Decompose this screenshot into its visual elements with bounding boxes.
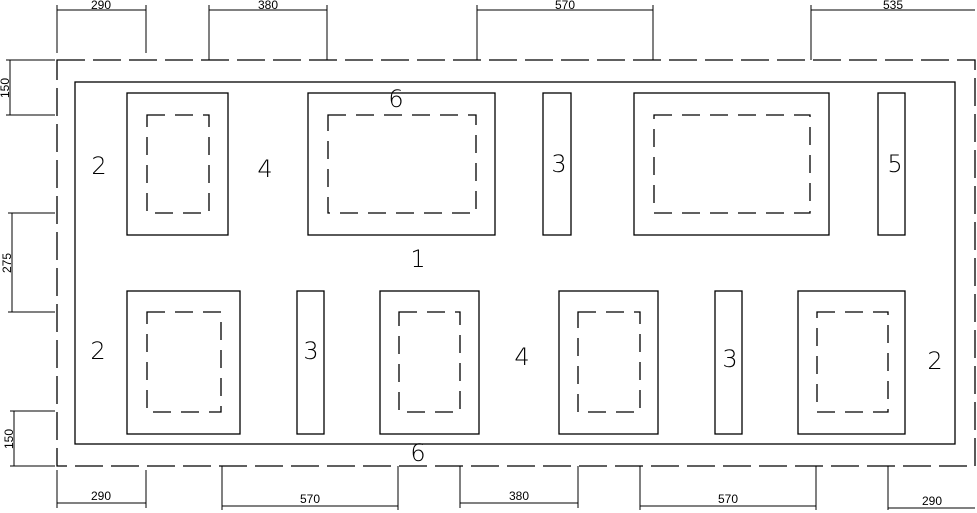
zone-label: 3 <box>722 345 737 373</box>
box-outer <box>633 92 830 236</box>
box-outer <box>126 290 241 435</box>
box-inner-dashed <box>816 311 889 413</box>
box-outer <box>379 290 480 435</box>
outer-dashed-boundary <box>56 59 976 467</box>
zone-label: 6 <box>388 85 403 113</box>
zone-label: 3 <box>303 337 318 365</box>
box-inner-dashed <box>327 114 477 214</box>
dimension-text: 380 <box>509 489 529 503</box>
box-inner-dashed <box>398 311 461 413</box>
dimension-text: 570 <box>718 492 738 506</box>
box-outer <box>797 290 906 435</box>
box-outer <box>126 92 229 236</box>
top-row-elements <box>126 92 906 236</box>
dimension-lines <box>6 59 55 467</box>
zone-label: 2 <box>927 347 942 375</box>
bottom-dimensions: 290 570 380 570 290 <box>56 466 975 510</box>
column <box>296 290 325 435</box>
box-outer <box>307 92 496 236</box>
column <box>877 92 906 236</box>
dimension-text: 535 <box>883 0 903 12</box>
dimension-text: 570 <box>300 492 320 506</box>
dimension-lines <box>56 5 975 60</box>
box-inner-dashed <box>653 114 811 214</box>
dimension-text: 380 <box>258 0 278 12</box>
box-inner-dashed <box>146 311 222 413</box>
dimension-text: 570 <box>555 0 575 12</box>
top-dimensions: 290 380 570 535 <box>56 0 975 60</box>
zone-label: 2 <box>91 152 106 180</box>
column <box>714 290 743 435</box>
zone-label: 6 <box>410 439 425 467</box>
dimension-text: 290 <box>91 0 111 12</box>
dimension-text: 290 <box>922 494 942 508</box>
zone-label: 4 <box>257 155 272 183</box>
dimension-text: 150 <box>0 78 12 98</box>
dimension-text: 150 <box>2 429 16 449</box>
zone-label: 3 <box>551 150 566 178</box>
zone-label: 5 <box>887 150 902 178</box>
box-outer <box>558 290 659 435</box>
dimension-lines <box>56 466 975 510</box>
left-dimensions: 150 275 150 <box>0 59 55 467</box>
dimension-text: 275 <box>0 253 14 273</box>
box-inner-dashed <box>577 311 641 413</box>
zone-label: 4 <box>514 343 529 371</box>
zone-label: 1 <box>410 245 425 273</box>
dimension-text: 290 <box>91 489 111 503</box>
zone-label: 2 <box>90 337 105 365</box>
inner-boundary <box>74 81 956 445</box>
column <box>542 92 572 236</box>
box-inner-dashed <box>146 114 210 214</box>
bottom-row-elements <box>126 290 906 435</box>
